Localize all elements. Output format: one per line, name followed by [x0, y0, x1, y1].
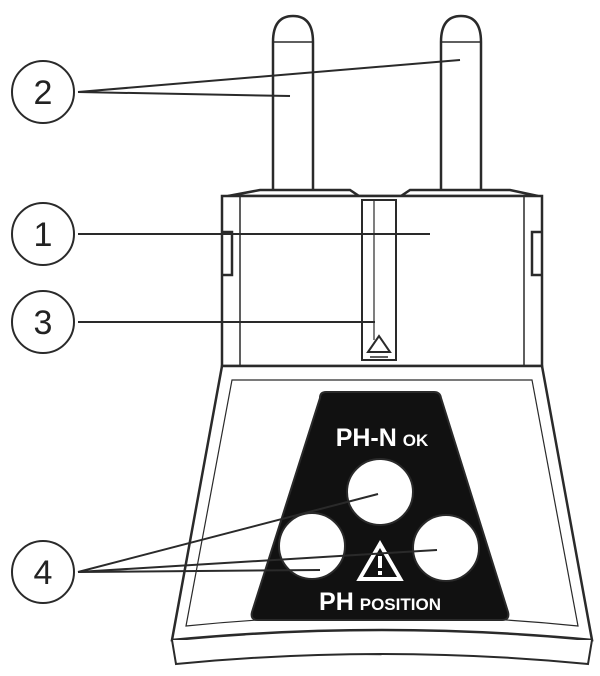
groove-triangle-icon: [366, 334, 392, 353]
svg-text:3: 3: [34, 304, 53, 342]
leader-4-b: [77, 549, 438, 573]
callout-4: 4: [11, 540, 75, 604]
svg-text:1: 1: [34, 216, 53, 254]
callout-1: 1: [11, 202, 75, 266]
leader-lines: [77, 59, 461, 573]
leader-4-c: [77, 569, 321, 573]
callout-2: 2: [11, 60, 75, 124]
led-lens-top: [346, 458, 414, 526]
callout-3: 3: [11, 290, 75, 354]
pin-right: [439, 14, 483, 202]
led-lens-left: [278, 512, 346, 580]
pin-left: [271, 14, 315, 202]
central-groove: [361, 199, 397, 361]
leader-4-a: [77, 493, 379, 573]
svg-text:2: 2: [34, 74, 53, 112]
plug-pins: [271, 14, 483, 202]
warning-triangle-icon: [356, 540, 404, 581]
svg-text:4: 4: [34, 554, 53, 592]
leader-2-b: [77, 91, 291, 97]
leader-2-a: [77, 59, 461, 93]
led-lens-right: [412, 514, 480, 582]
